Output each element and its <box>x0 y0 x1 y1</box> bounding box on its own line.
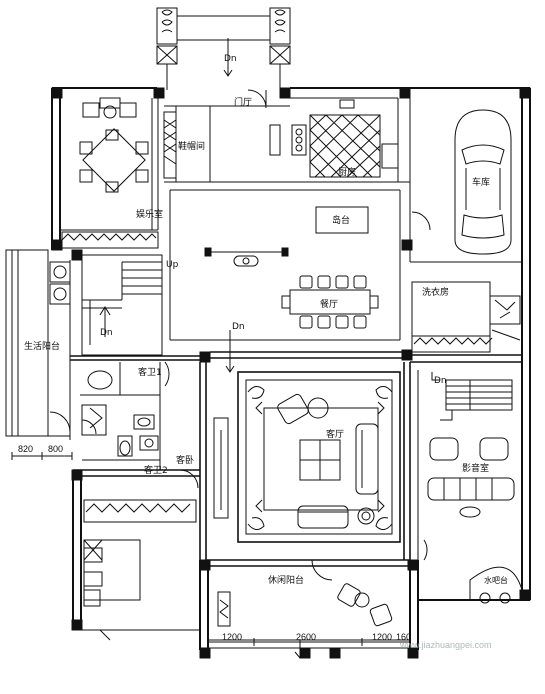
dimension-1200-right: 1200 <box>372 632 393 642</box>
entertainment-room-label: 娱乐室 <box>136 210 164 220</box>
pillars <box>51 87 531 659</box>
service-balcony-label: 生活阳台 <box>24 342 61 352</box>
guest-bedroom-label: 客卧 <box>176 456 195 466</box>
laundry <box>411 281 521 353</box>
guest-bath-2-label: 客卫2 <box>144 466 168 476</box>
cloakroom-label: 鞋帽间 <box>178 142 206 152</box>
dimension-820: 820 <box>18 444 34 454</box>
entry-gate <box>156 7 291 90</box>
cloakroom-foyer <box>163 89 410 183</box>
service-balcony <box>5 249 71 440</box>
leisure-balcony <box>208 559 410 659</box>
outer-walls <box>51 87 531 650</box>
guest-bathrooms <box>80 361 170 470</box>
dining-area <box>169 189 401 341</box>
dimension-800: 800 <box>48 444 64 454</box>
dimension-160: 160 <box>396 632 412 642</box>
living-room-label: 客厅 <box>326 430 345 440</box>
dimension-1200-left: 1200 <box>222 632 243 642</box>
laundry-label: 洗衣房 <box>422 288 450 298</box>
leisure-balcony-label: 休闲阳台 <box>268 576 305 586</box>
dimension-lines <box>11 452 411 646</box>
kitchen-label: 厨房 <box>338 168 357 178</box>
hall-dn-label: Dn <box>232 322 245 332</box>
garage <box>409 98 522 263</box>
stair-dn-arrows <box>225 330 440 381</box>
water-bar-label: 水吧台 <box>484 576 508 585</box>
entertainment-room <box>60 97 159 249</box>
stair-dn-label: Dn <box>100 328 113 338</box>
entry-dn-label: Dn <box>224 54 237 64</box>
theater-label: 影音室 <box>462 464 490 474</box>
stair-up-label: Up <box>166 260 179 270</box>
island-label: 岛台 <box>332 216 351 226</box>
foyer-label: 门厅 <box>234 98 253 108</box>
theater-room <box>417 370 523 604</box>
interior-walls <box>70 351 522 567</box>
stair-up <box>81 254 163 356</box>
theater-dn-label: Dn <box>434 376 447 386</box>
watermark: www.jiazhuangpei.com <box>400 640 492 650</box>
car-icon <box>454 109 512 255</box>
living-room <box>213 371 401 543</box>
guest-bath-1-label: 客卫1 <box>138 368 162 378</box>
dining-label: 餐厅 <box>320 300 339 310</box>
guest-bedroom <box>81 469 200 641</box>
kitchen <box>290 97 399 182</box>
garage-label: 车库 <box>472 178 491 188</box>
dimension-2600: 2600 <box>296 632 317 642</box>
